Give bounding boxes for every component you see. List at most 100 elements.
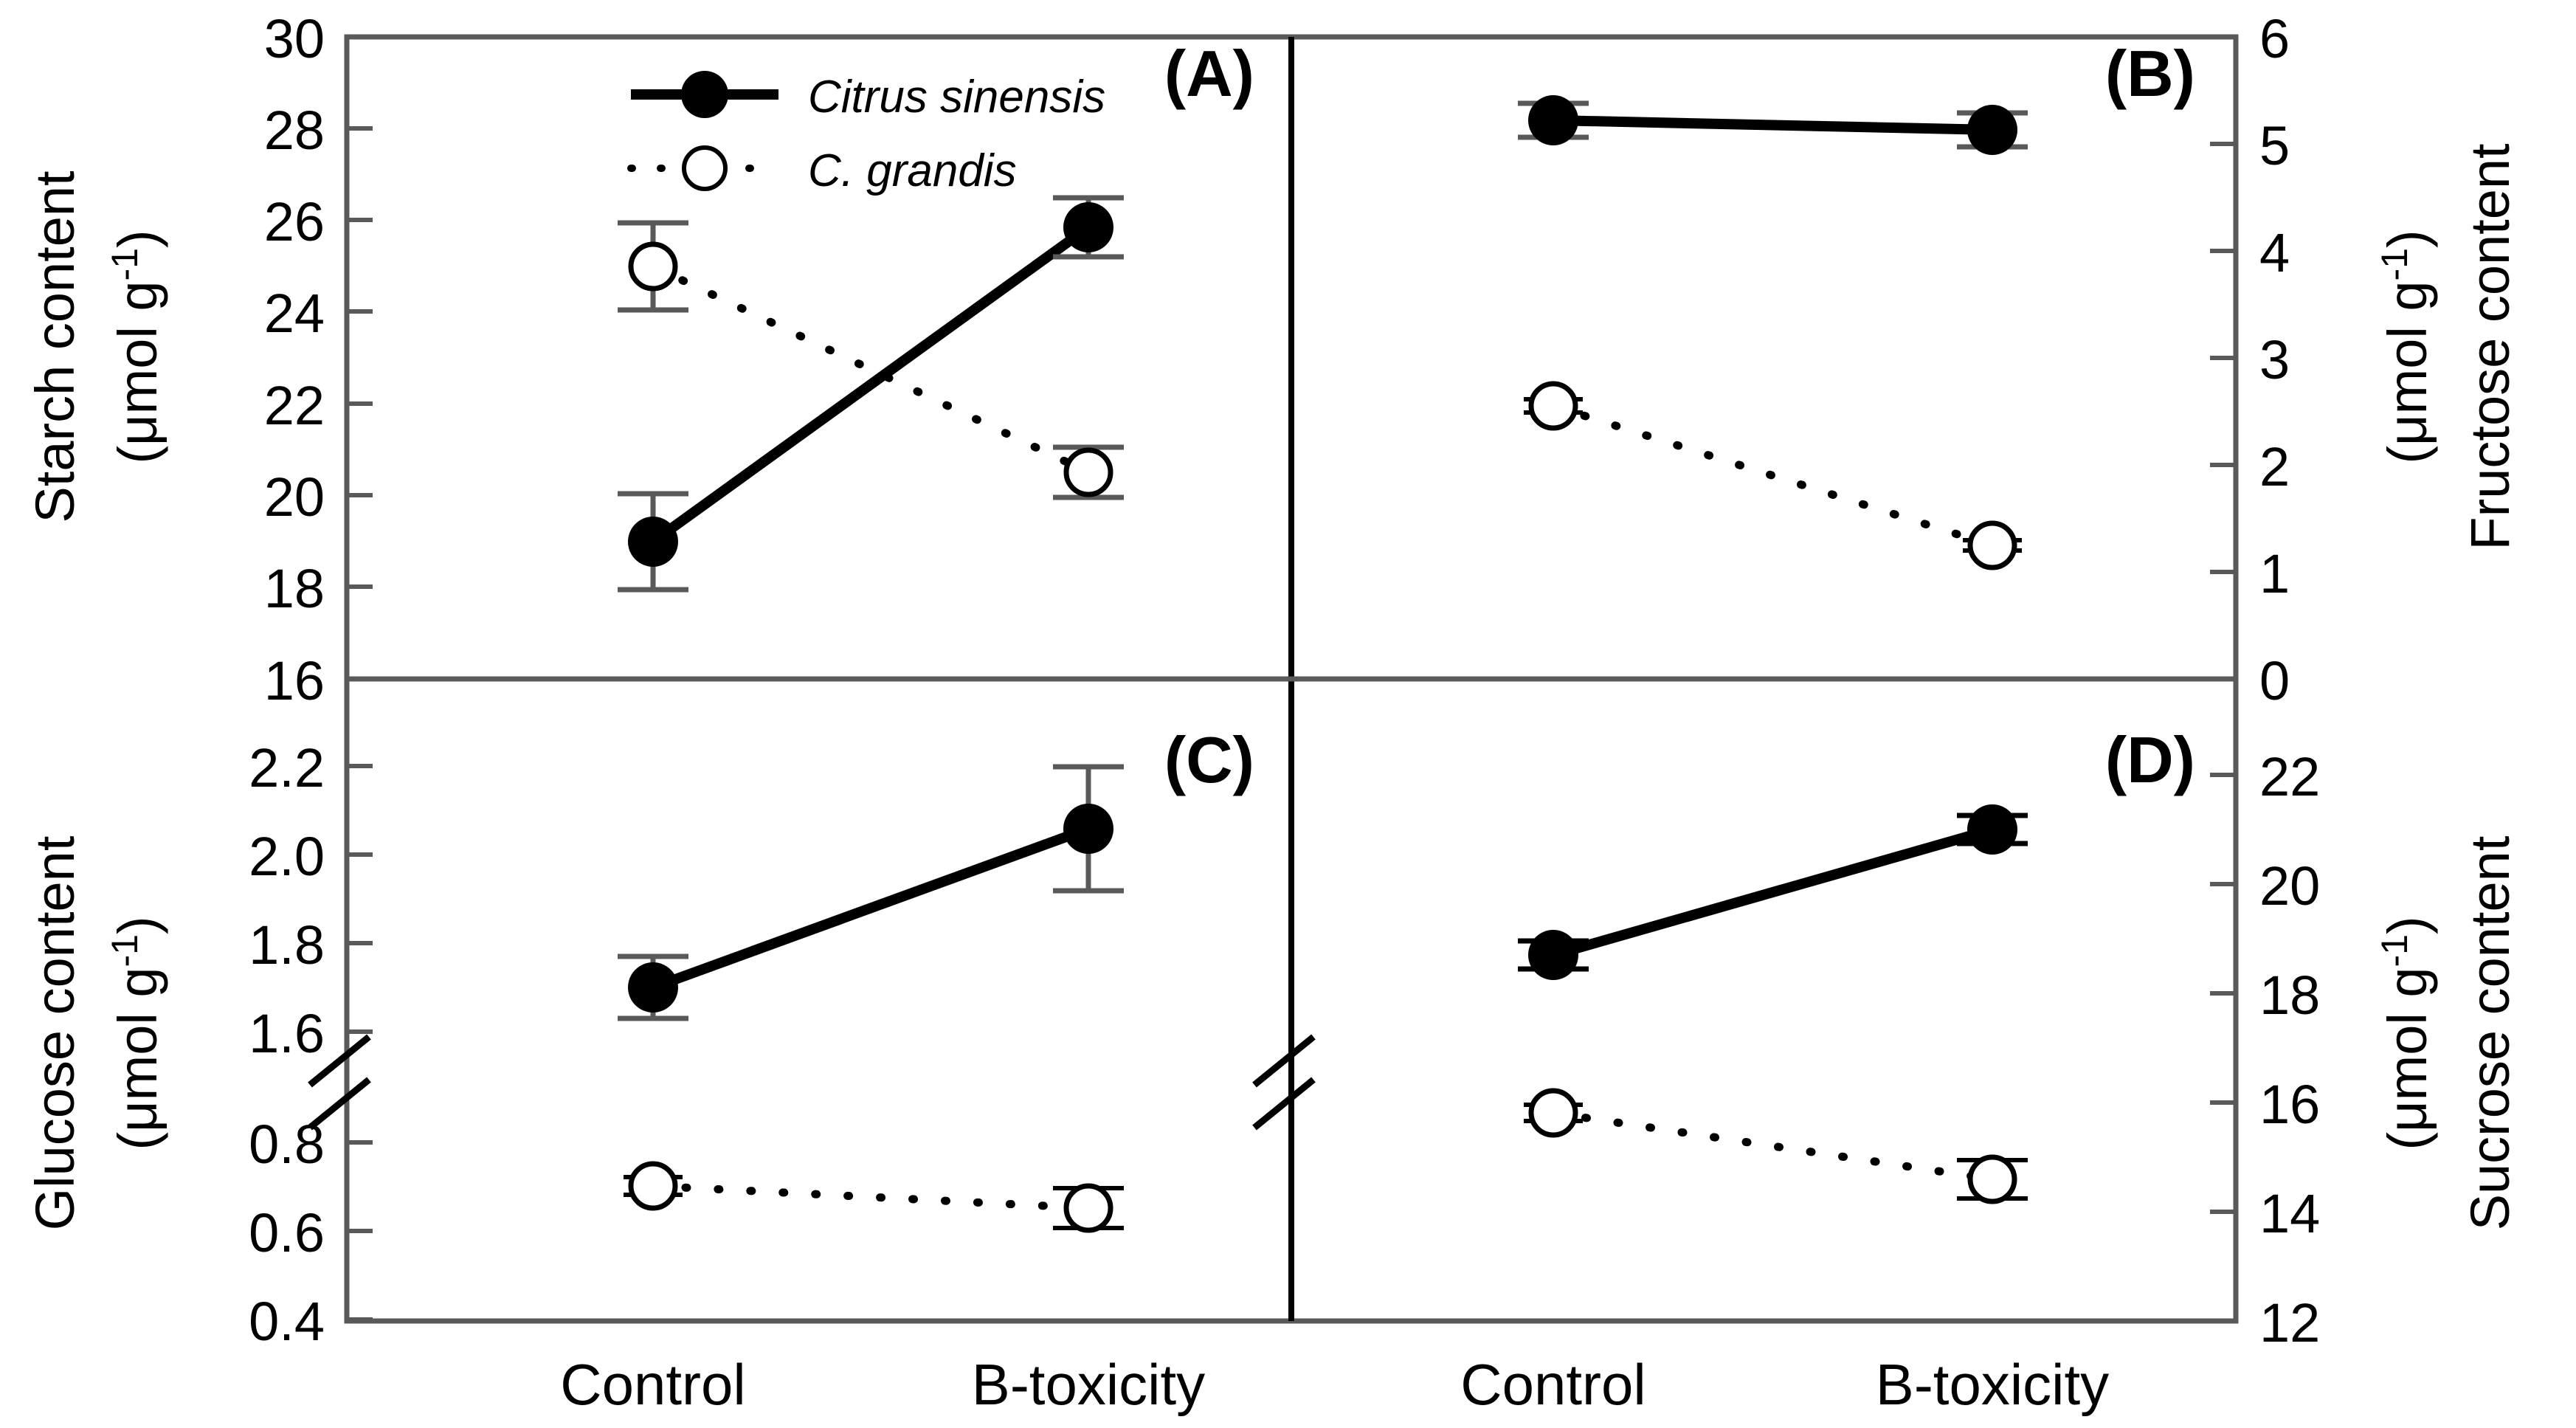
data-point-filled-circle xyxy=(1528,95,1578,145)
ytick-c-2-0: 2.0 xyxy=(249,826,325,887)
panel-a-axis-title-line1: Starch content xyxy=(24,170,86,523)
unit-superscript: -1 xyxy=(104,934,145,967)
ytick-c-1-6: 1.6 xyxy=(249,1003,325,1064)
panel-a-series-citrus xyxy=(618,195,1124,593)
panel-c-axis-title-line1: Glucose content xyxy=(24,835,86,1230)
unit-open: (μmol g xyxy=(107,967,168,1150)
panel-a-axis-unit: (μmol g-1) xyxy=(104,230,168,463)
panel-d-axis-title-line1: Sucrose content xyxy=(2459,835,2521,1230)
data-point-filled-circle xyxy=(1063,804,1113,854)
ytick-d-14: 14 xyxy=(2259,1183,2320,1244)
xlabel-right-control: Control xyxy=(1460,1352,1646,1417)
ytick-b-5: 5 xyxy=(2259,115,2290,176)
panel-c-yaxis-ticks xyxy=(347,764,373,1322)
panel-c-series-grandis xyxy=(624,1161,1124,1233)
unit-superscript: -1 xyxy=(2374,934,2415,967)
xaxis-category-labels: Control B-toxicity Control B-toxicity xyxy=(560,1352,2109,1417)
ytick-a-16: 16 xyxy=(264,650,325,711)
data-point-filled-circle xyxy=(1528,930,1578,980)
ytick-c-0-4: 0.4 xyxy=(249,1291,325,1352)
panel-c-axis-unit: (μmol g-1) xyxy=(104,916,168,1150)
ytick-c-2-2: 2.2 xyxy=(249,737,325,798)
xlabel-right-btoxicity: B-toxicity xyxy=(1876,1352,2109,1417)
panel-d-series-grandis xyxy=(1524,1088,2028,1204)
unit-open: (μmol g xyxy=(107,280,168,463)
data-point-open-circle xyxy=(1063,1183,1113,1233)
panel-d-axis-title: Sucrose content (μmol g-1) xyxy=(2374,835,2521,1230)
ytick-d-18: 18 xyxy=(2259,965,2320,1026)
panel-c-series-citrus xyxy=(618,764,1124,1021)
ytick-a-18: 18 xyxy=(264,558,325,619)
unit-close: ) xyxy=(107,916,168,934)
ytick-b-1: 1 xyxy=(2259,543,2290,604)
ytick-c-0-6: 0.6 xyxy=(249,1202,325,1263)
panel-a-series-grandis xyxy=(618,220,1124,500)
panel-label-d: (D) xyxy=(2105,723,2195,796)
data-point-open-circle xyxy=(628,241,678,292)
unit-open: (μmol g xyxy=(2377,280,2438,463)
ytick-b-6: 6 xyxy=(2259,8,2290,69)
panel-d-ytick-labels: 22 20 18 16 14 12 xyxy=(2259,746,2320,1353)
data-point-filled-circle xyxy=(628,962,678,1013)
ytick-b-2: 2 xyxy=(2259,436,2290,497)
data-point-open-circle xyxy=(1967,1154,2017,1204)
panel-d-axis-break-icon xyxy=(1252,1034,1316,1131)
legend-entry-grandis: C. grandis xyxy=(627,145,1017,196)
panel-label-a: (A) xyxy=(1164,37,1254,110)
data-point-open-circle xyxy=(1063,447,1113,497)
panel-label-b: (B) xyxy=(2105,37,2195,110)
ytick-a-30: 30 xyxy=(264,8,325,69)
panel-b-axis-title: Fructose content (μmol g-1) xyxy=(2374,143,2521,551)
unit-close: ) xyxy=(2377,230,2438,248)
legend: Citrus sinensis C. grandis xyxy=(627,71,1105,196)
legend-label-grandis: C. grandis xyxy=(808,145,1017,196)
ytick-d-20: 20 xyxy=(2259,855,2320,917)
ytick-b-0: 0 xyxy=(2259,650,2290,711)
ytick-d-12: 12 xyxy=(2259,1292,2320,1353)
panel-d-yaxis-ticks xyxy=(2210,773,2236,1323)
unit-superscript: -1 xyxy=(104,248,145,280)
data-point-open-circle xyxy=(1528,381,1578,431)
legend-entry-citrus: Citrus sinensis xyxy=(631,71,1105,123)
xlabel-left-control: Control xyxy=(560,1352,745,1417)
panel-b-yaxis-ticks xyxy=(2210,35,2236,681)
data-point-open-circle xyxy=(1967,520,2017,570)
ytick-a-26: 26 xyxy=(264,191,325,252)
ytick-b-3: 3 xyxy=(2259,329,2290,390)
panel-label-c: (C) xyxy=(1164,723,1254,796)
data-point-open-circle xyxy=(628,1161,678,1211)
legend-label-citrus: Citrus sinensis xyxy=(808,72,1105,123)
data-point-filled-circle xyxy=(1967,105,2017,155)
panel-d-axis-unit: (μmol g-1) xyxy=(2374,916,2438,1150)
ytick-d-16: 16 xyxy=(2259,1074,2320,1135)
ytick-d-22: 22 xyxy=(2259,746,2320,807)
unit-close: ) xyxy=(107,230,168,248)
panel-c-ytick-labels: 2.2 2.0 1.8 1.6 0.8 0.6 0.4 xyxy=(249,737,325,1352)
unit-open: (μmol g xyxy=(2377,967,2438,1150)
panel-c-axis-break-icon xyxy=(308,1034,371,1131)
ytick-b-4: 4 xyxy=(2259,222,2290,283)
ytick-a-20: 20 xyxy=(264,466,325,528)
data-point-filled-circle xyxy=(628,517,678,567)
ytick-c-1-8: 1.8 xyxy=(249,914,325,976)
xlabel-left-btoxicity: B-toxicity xyxy=(972,1352,1205,1417)
ytick-a-24: 24 xyxy=(264,283,325,344)
data-point-open-circle xyxy=(1528,1088,1578,1138)
panel-d-series-citrus xyxy=(1518,804,2028,980)
ytick-a-28: 28 xyxy=(264,100,325,161)
data-point-filled-circle xyxy=(1967,804,2017,855)
unit-superscript: -1 xyxy=(2374,248,2415,280)
legend-open-circle-icon xyxy=(682,145,728,191)
panel-b-ytick-labels: 6 5 4 3 2 1 0 xyxy=(2259,8,2290,711)
panel-b-series-grandis xyxy=(1524,381,2022,570)
ytick-a-22: 22 xyxy=(264,375,325,436)
panel-b-axis-unit: (μmol g-1) xyxy=(2374,230,2438,463)
panel-a-yaxis-ticks xyxy=(347,35,373,681)
panel-b-axis-title-line1: Fructose content xyxy=(2459,143,2521,551)
data-point-filled-circle xyxy=(1063,202,1113,252)
panel-c-axis-title: Glucose content (μmol g-1) xyxy=(24,835,168,1230)
panel-a-ytick-labels: 30 28 26 24 22 20 18 16 xyxy=(264,8,325,711)
unit-close: ) xyxy=(2377,916,2438,934)
